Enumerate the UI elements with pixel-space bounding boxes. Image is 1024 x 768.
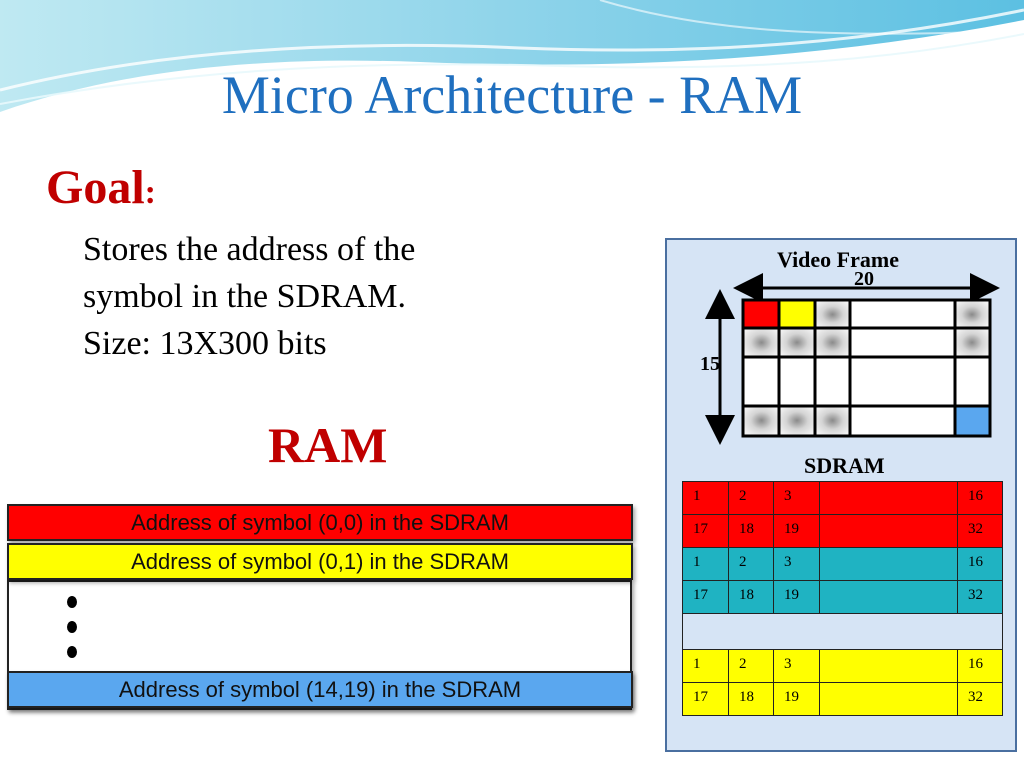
sdram-cell: 19 xyxy=(773,580,820,614)
sdram-cell xyxy=(819,580,958,614)
goal-description: Stores the address of the symbol in the … xyxy=(83,226,415,367)
ram-row-0-1: Address of symbol (0,1) in the SDRAM xyxy=(7,543,633,580)
sdram-cell: 17 xyxy=(682,580,729,614)
slide-title: Micro Architecture - RAM xyxy=(221,65,803,125)
ellipsis-dot xyxy=(67,596,77,608)
sdram-cell: 16 xyxy=(957,481,1003,515)
sdram-cell: 18 xyxy=(728,580,774,614)
sdram-cell: 3 xyxy=(773,649,820,683)
sdram-cell: 2 xyxy=(728,649,774,683)
ram-row-0-0: Address of symbol (0,0) in the SDRAM xyxy=(7,504,633,541)
sdram-cell xyxy=(819,649,958,683)
sdram-cell: 1 xyxy=(682,547,729,581)
sdram-cell: 32 xyxy=(957,682,1003,716)
sdram-cell xyxy=(819,547,958,581)
sdram-cell: 18 xyxy=(728,682,774,716)
sdram-row xyxy=(682,613,1003,650)
video-frame-title: Video Frame xyxy=(777,247,899,272)
sdram-cell: 18 xyxy=(728,514,774,548)
sdram-cell: 19 xyxy=(773,514,820,548)
sdram-cell: 19 xyxy=(773,682,820,716)
sdram-cell: 3 xyxy=(773,481,820,515)
sdram-gap-cell xyxy=(682,613,1003,650)
pixel-14-19 xyxy=(955,406,989,435)
ram-row-14-19: Address of symbol (14,19) in the SDRAM xyxy=(7,671,633,708)
sdram-cell: 17 xyxy=(682,682,729,716)
pixel-0-1 xyxy=(779,301,815,328)
ellipsis-dot xyxy=(67,646,77,658)
goal-line: symbol in the SDRAM. xyxy=(83,278,407,315)
goal-line: Stores the address of the xyxy=(83,231,416,268)
ellipsis-dot xyxy=(67,621,77,633)
goal-heading: Goal: xyxy=(46,158,156,223)
sdram-cell: 16 xyxy=(957,547,1003,581)
ram-heading: RAM xyxy=(268,417,388,473)
sdram-cell: 3 xyxy=(773,547,820,581)
goal-heading-text: Goal xyxy=(46,161,145,214)
goal-line: Size: 13X300 bits xyxy=(83,325,327,362)
sdram-cell: 32 xyxy=(957,514,1003,548)
goal-colon: : xyxy=(144,174,156,211)
sdram-cell: 17 xyxy=(682,514,729,548)
sdram-cell: 16 xyxy=(957,649,1003,683)
sdram-cell xyxy=(819,481,958,515)
sdram-cell: 1 xyxy=(682,481,729,515)
sdram-cell: 2 xyxy=(728,481,774,515)
pixel-0-0 xyxy=(744,301,779,328)
sdram-cell: 1 xyxy=(682,649,729,683)
sdram-cell xyxy=(819,682,958,716)
sdram-title: SDRAM xyxy=(804,453,885,478)
sdram-cell xyxy=(819,514,958,548)
header-wave-decoration xyxy=(0,0,1024,112)
sdram-cell: 2 xyxy=(728,547,774,581)
sdram-cell: 32 xyxy=(957,580,1003,614)
